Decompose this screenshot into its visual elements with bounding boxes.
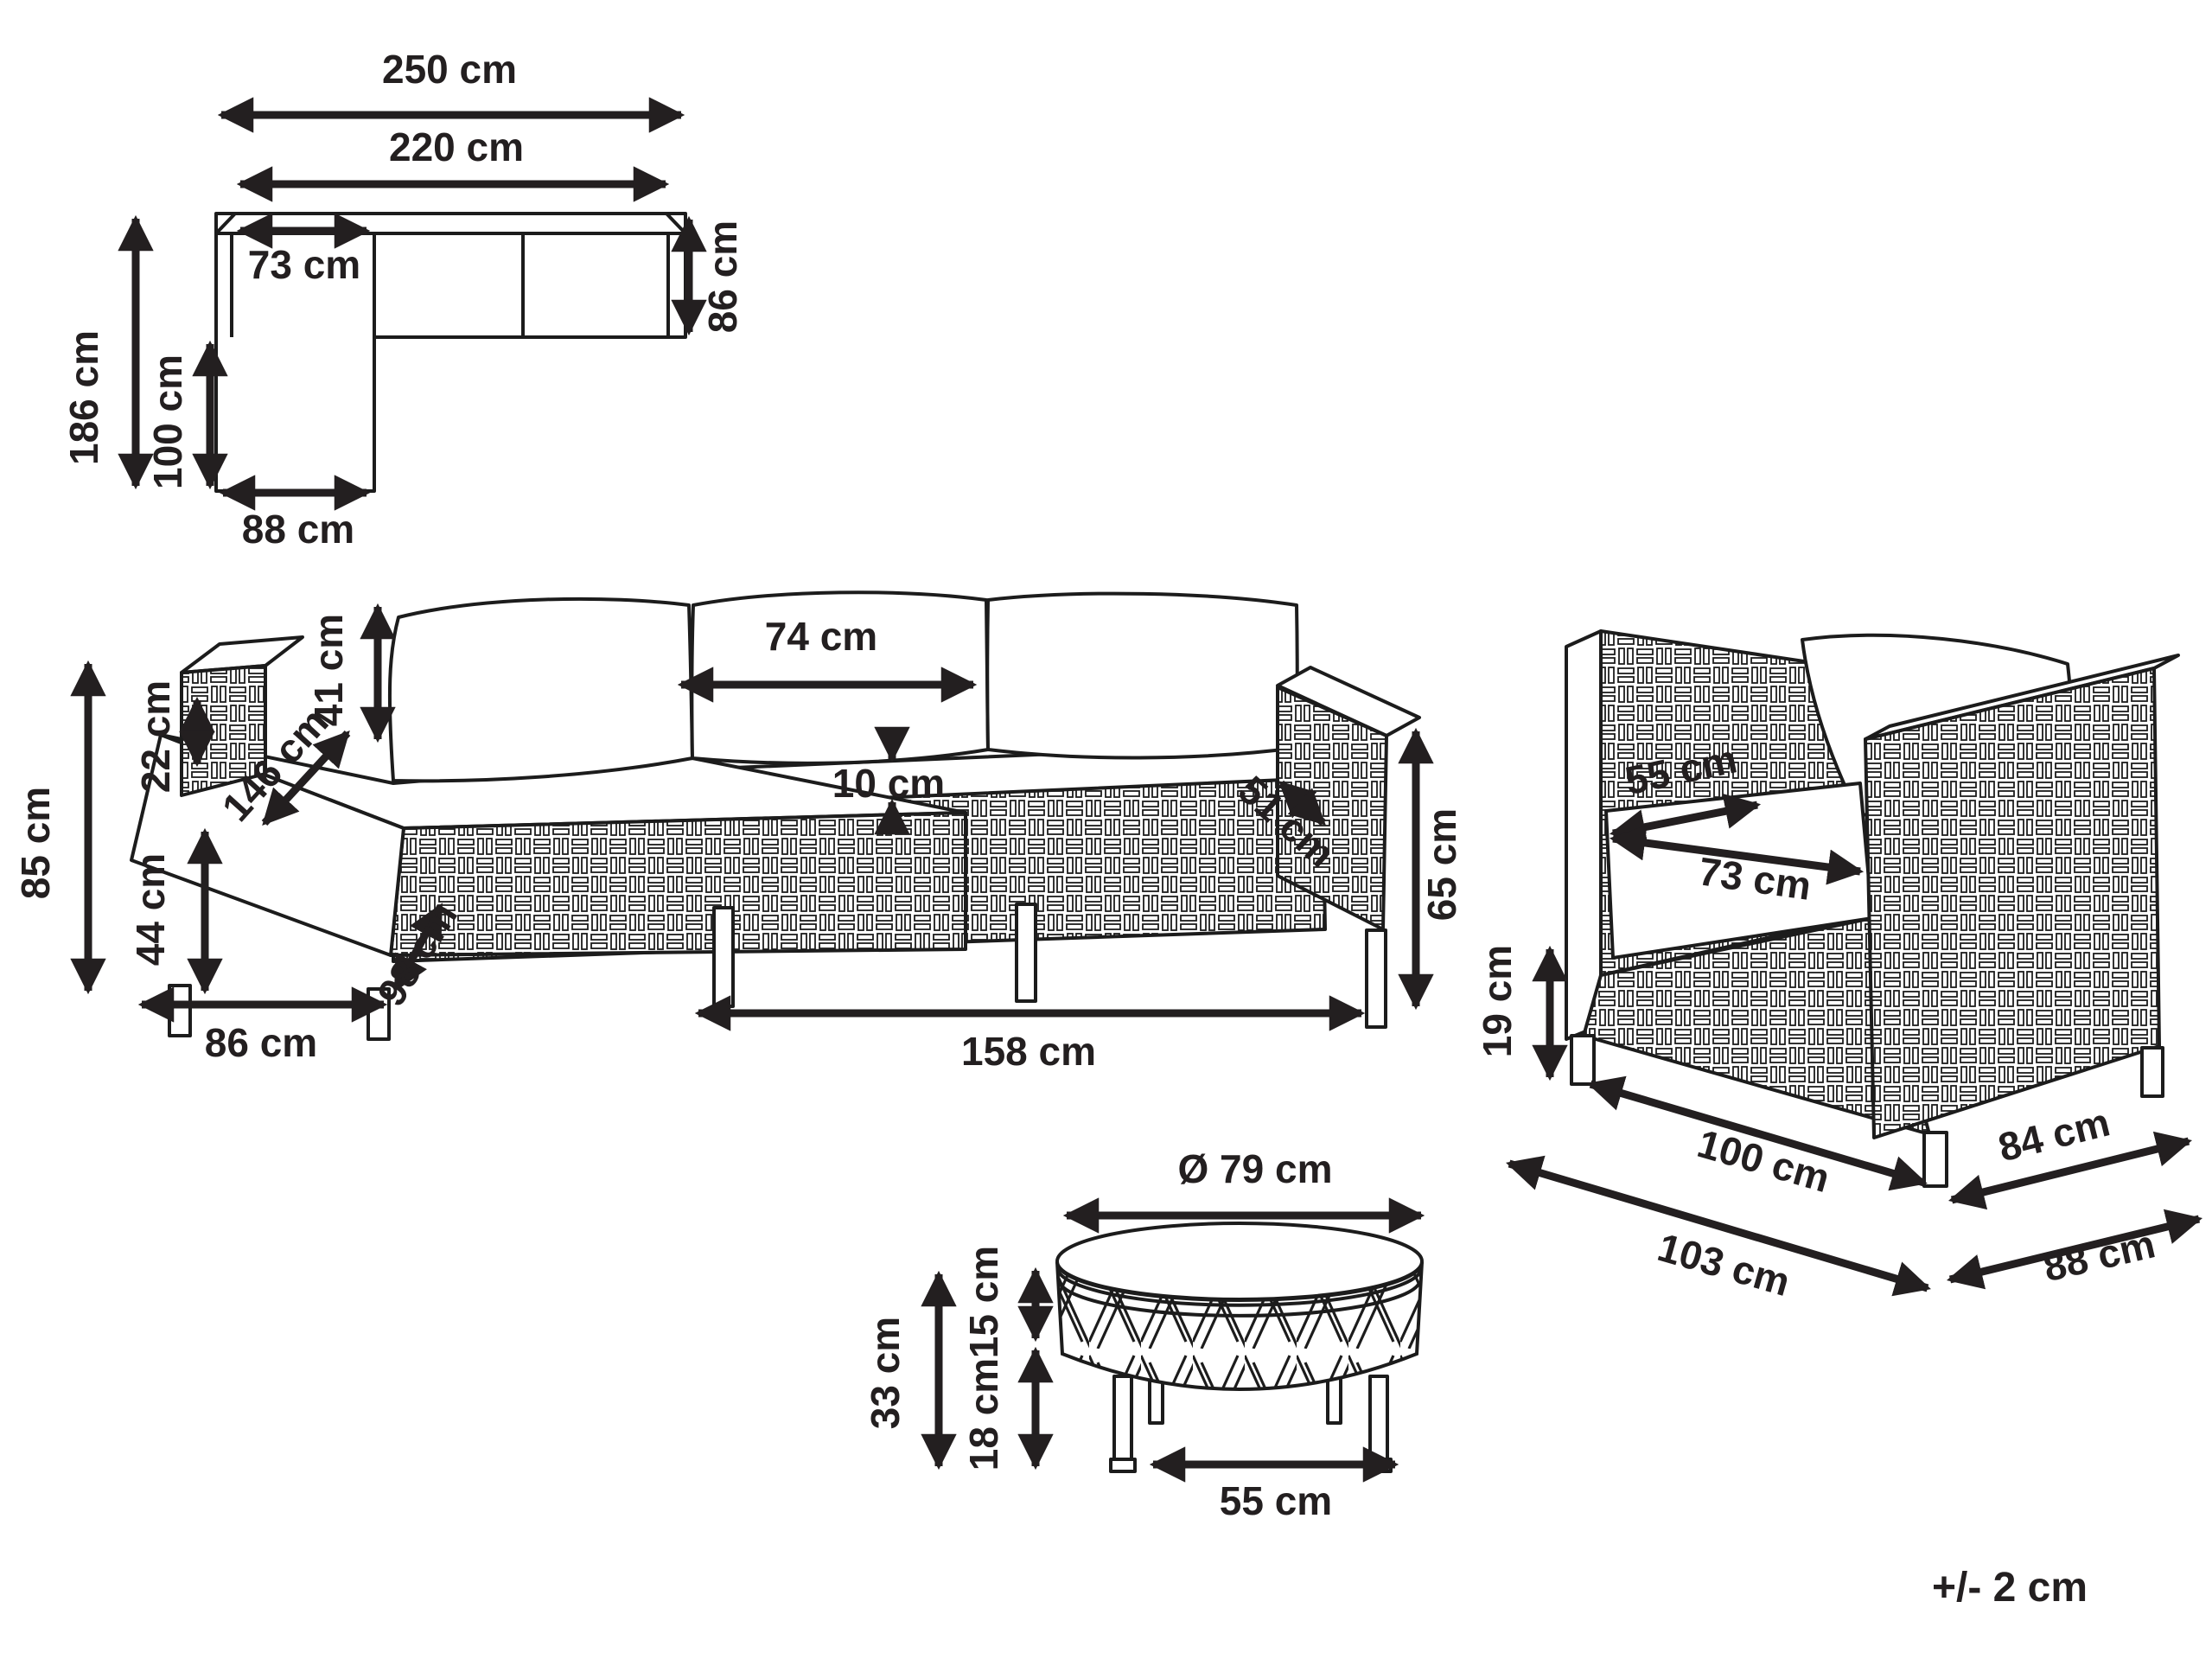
sofa-armrest-above-seat-label: 22 cm [133, 680, 178, 793]
sofa-right-armrest-front [1276, 686, 1388, 931]
plan-overall-width-label: 250 cm [382, 47, 517, 92]
table-view: Ø 79 cm 33 cm 15 cm 18 cm 55 cm [863, 1146, 1425, 1523]
sofa-chaise-length-arrow [261, 730, 351, 826]
armchair-seat-width-arrow [1609, 825, 1865, 885]
plan-chaise-width-label: 88 cm [242, 507, 354, 552]
armchair-legs [1570, 1034, 2164, 1188]
armchair-overall-depth-label: 88 cm [2039, 1221, 2159, 1290]
sofa-armrest-height-label: 65 cm [1419, 808, 1464, 921]
sofa-back-cushion-height-label: 41 cm [306, 614, 351, 726]
table-diameter-label: Ø 79 cm [1178, 1146, 1333, 1191]
armchair-side-depth-arrow [1947, 1131, 2193, 1210]
plan-overall-depth-label: 186 cm [61, 330, 106, 465]
plan-chaise-extension-label: 100 cm [145, 354, 190, 489]
sofa-cushion-thickness-label: 10 cm [832, 761, 945, 806]
sofa-back-cushion-1 [387, 597, 694, 783]
table-leg-height-label: 18 cm [961, 1358, 1006, 1471]
sofa-seat-depth-arrow [1278, 780, 1327, 826]
armchair-side-depth-label: 84 cm [1994, 1099, 2114, 1170]
table-leg-spacing-label: 55 cm [1220, 1478, 1332, 1523]
plan-inner-width-label: 220 cm [389, 124, 524, 169]
sofa-base-height-label: 44 cm [128, 853, 173, 966]
sofa-view: 85 cm 44 cm 22 cm 41 cm 146 cm 74 cm 10 … [13, 590, 1464, 1074]
sofa-chaise-end-width-label: 86 cm [205, 1020, 317, 1065]
sofa-inner-width-label: 158 cm [961, 1029, 1096, 1074]
table-top-height-label: 15 cm [961, 1246, 1006, 1358]
armchair-overall-width-arrow [1506, 1155, 1931, 1297]
sofa-back-cushion-width-label: 74 cm [765, 614, 877, 659]
armchair-leg-height-label: 19 cm [1475, 945, 1520, 1057]
sofa-overall-depth-arrow [392, 903, 444, 992]
sofa-overall-height-label: 85 cm [13, 787, 58, 899]
armchair-view: 55 cm 73 cm 19 cm 100 cm 103 cm 84 cm 88… [1475, 629, 2203, 1305]
armchair-left-armrest-edge [1565, 629, 1603, 1041]
armchair-overall-depth-arrow [1946, 1209, 2203, 1290]
armchair-right-armrest-panel [1864, 667, 2161, 1139]
plan-chaise-seat-width-label: 73 cm [248, 242, 360, 287]
plan-view: 250 cm 220 cm 73 cm 86 cm 186 cm 100 cm … [61, 47, 745, 552]
table-top [1055, 1222, 1424, 1301]
table-rim-lines [1056, 1270, 1423, 1318]
sofa-back-cushion-3 [985, 591, 1299, 760]
sofa-chaise-side-panel [389, 811, 967, 957]
plan-depth-label: 86 cm [700, 220, 745, 333]
armchair-overall-width-label: 103 cm [1653, 1224, 1794, 1305]
table-height-label: 33 cm [863, 1317, 908, 1429]
tolerance-note: +/- 2 cm [1932, 1565, 2088, 1611]
